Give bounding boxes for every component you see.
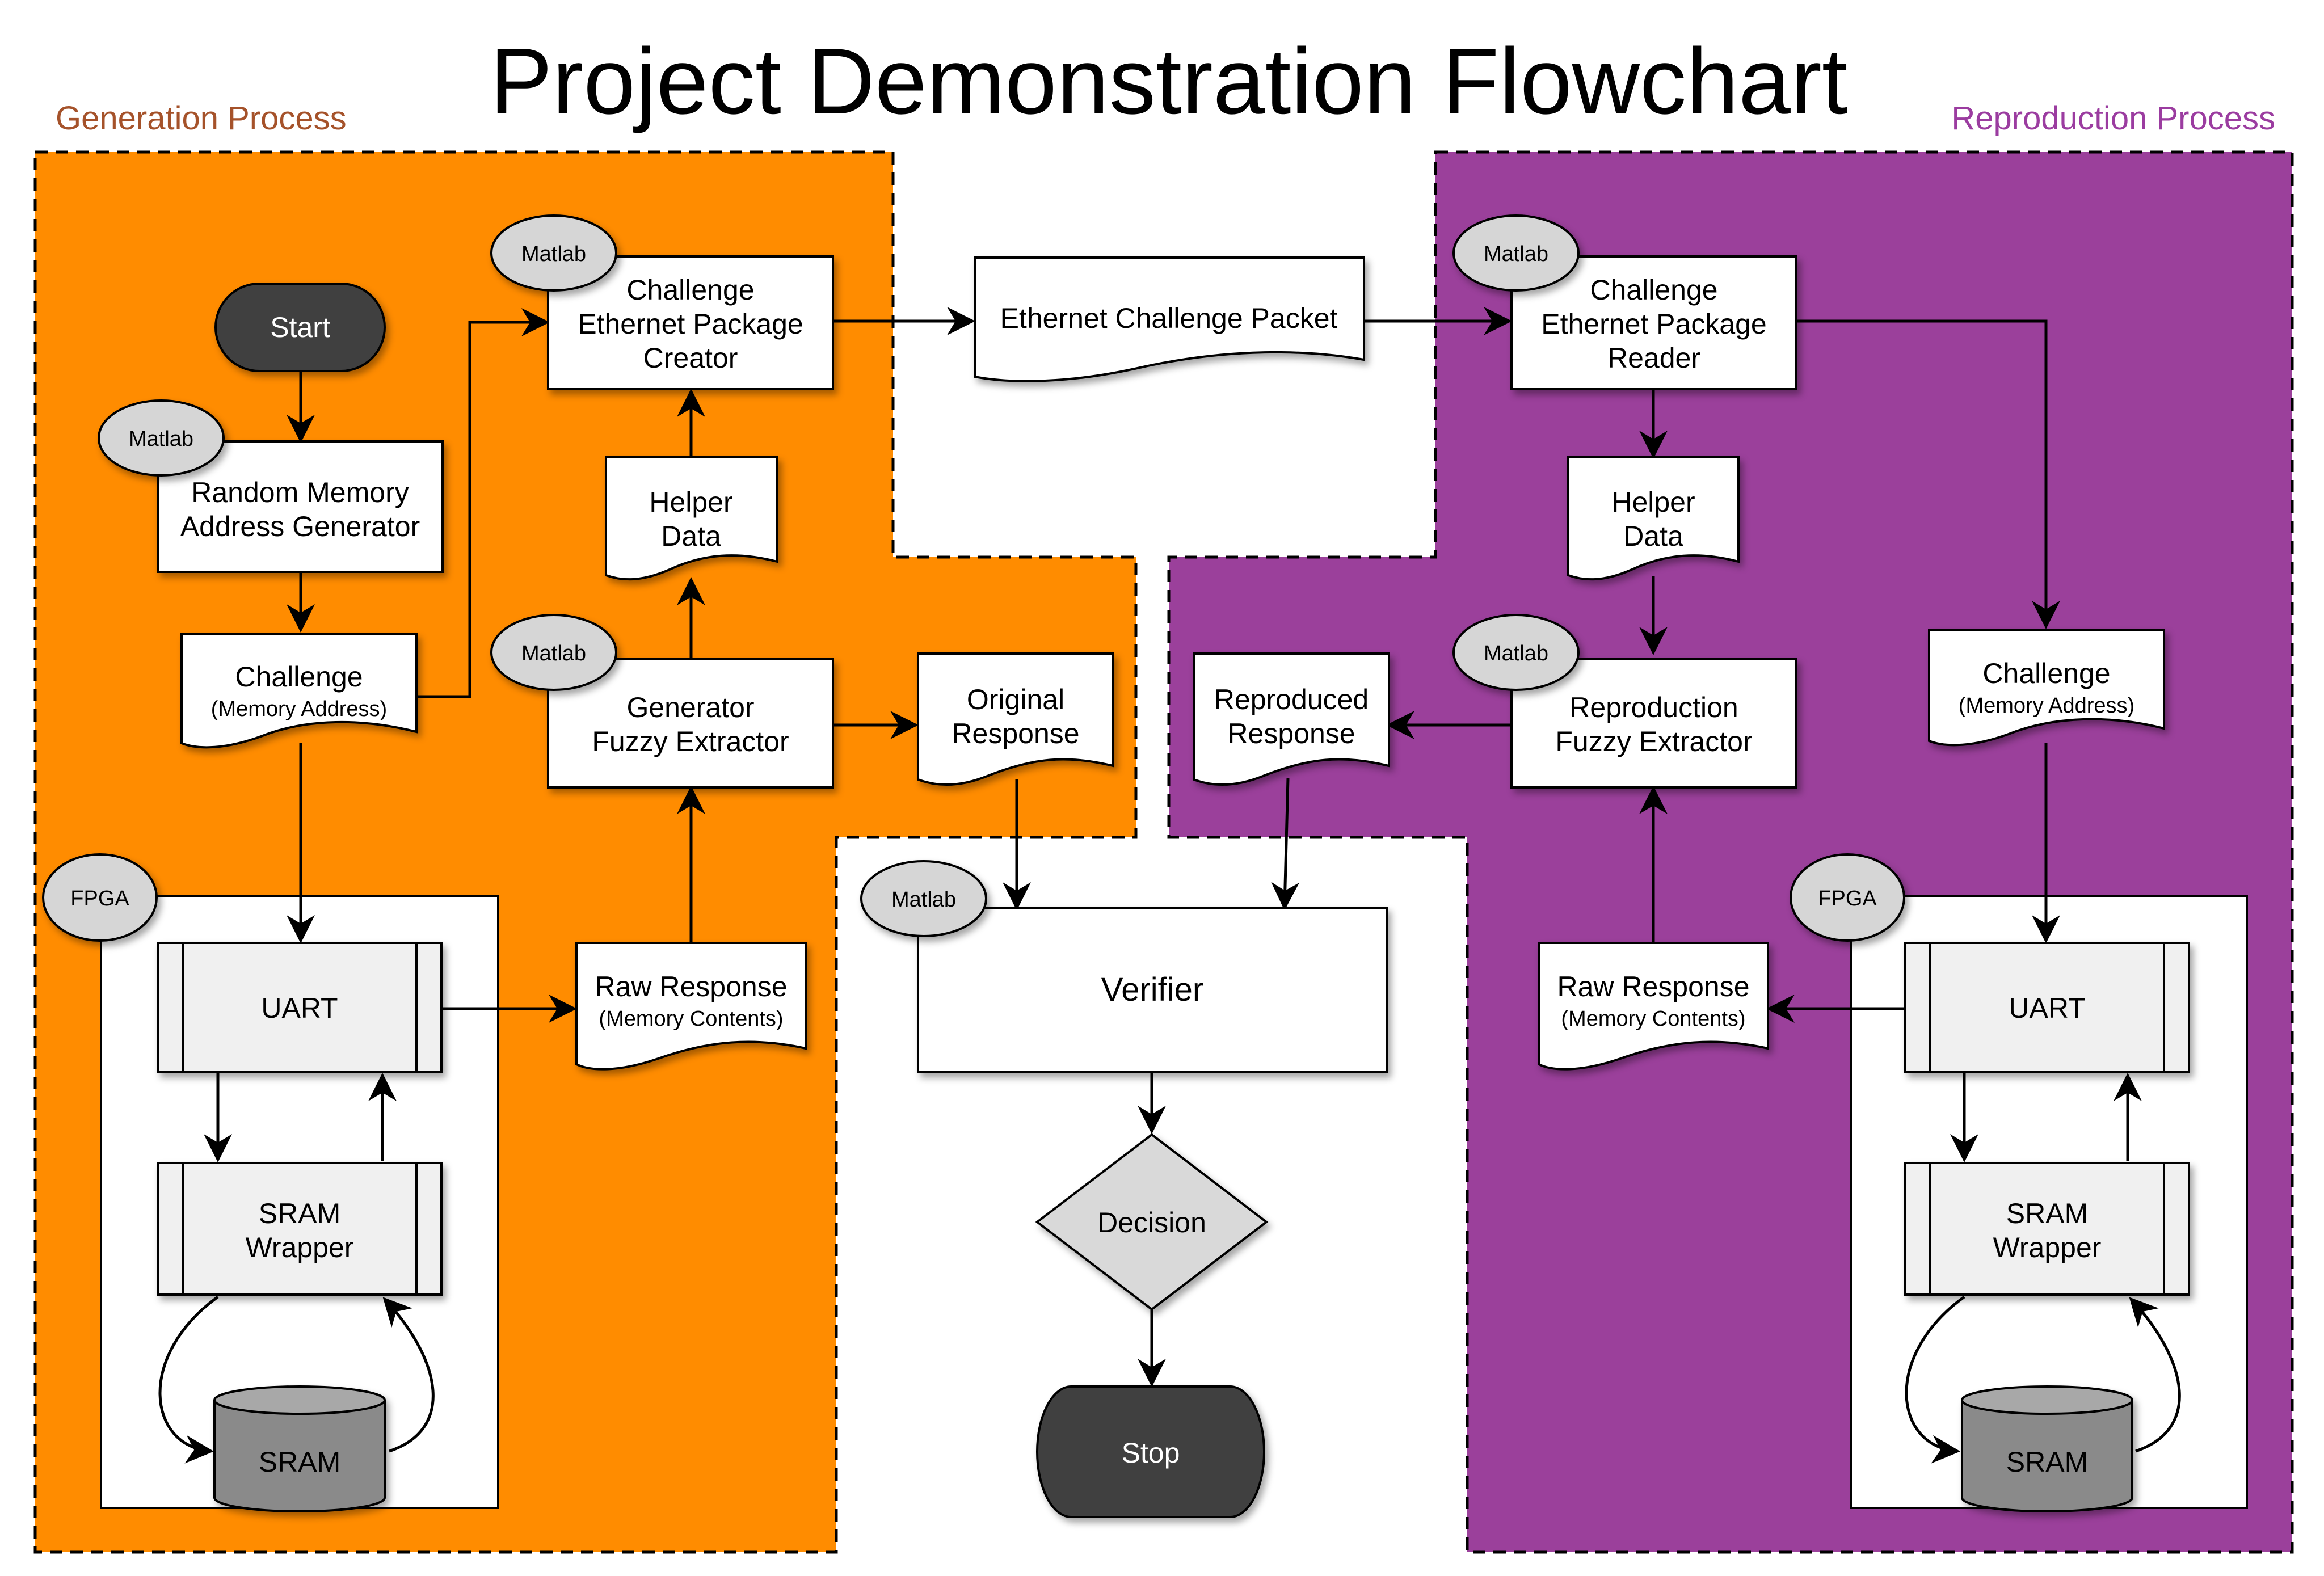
sram-label: SRAM bbox=[259, 1446, 340, 1478]
rmag-line-2: Address Generator bbox=[180, 511, 420, 542]
cepr-line-2: Ethernet Package bbox=[1541, 308, 1767, 340]
start-terminal: Start bbox=[214, 283, 386, 372]
stop-label: Stop bbox=[1122, 1437, 1180, 1469]
uart-block-generation: UART bbox=[157, 942, 443, 1073]
raw-response-document-reproduction: Raw Response (Memory Contents) bbox=[1538, 942, 1769, 1071]
challenge-document-generation: Challenge (Memory Address) bbox=[180, 633, 418, 749]
matlab-tag-verifier: Matlab bbox=[860, 860, 987, 937]
ethernet-challenge-packet-document: Ethernet Challenge Packet bbox=[974, 256, 1365, 382]
cepc-line-2: Ethernet Package bbox=[578, 308, 803, 340]
challenge-document-reproduction: Challenge (Memory Address) bbox=[1928, 629, 2165, 747]
matlab-tag-label: Matlab bbox=[521, 642, 586, 665]
original-response-line-1: Original bbox=[967, 684, 1064, 715]
stop-terminal: Stop bbox=[1036, 1385, 1265, 1518]
matlab-tag-gfe: Matlab bbox=[490, 614, 617, 691]
helper-data-document-generation: Helper Data bbox=[605, 456, 778, 581]
sram-wrapper-line-1: SRAM bbox=[2006, 1198, 2088, 1229]
sram-wrapper-block-generation: SRAM Wrapper bbox=[157, 1162, 443, 1296]
verifier-label: Verifier bbox=[1101, 971, 1204, 1008]
helper-data-line-1: Helper bbox=[1611, 486, 1695, 518]
gfe-line-1: Generator bbox=[626, 692, 754, 723]
raw-response-document-generation: Raw Response (Memory Contents) bbox=[575, 942, 807, 1071]
reproduction-process-label: Reproduction Process bbox=[1951, 100, 2275, 137]
helper-data-line-2: Data bbox=[661, 520, 721, 552]
original-response-document: Original Response bbox=[917, 652, 1114, 786]
cepr-line-1: Challenge bbox=[1590, 274, 1717, 306]
connectors bbox=[158, 307, 2181, 1464]
rfe-line-2: Fuzzy Extractor bbox=[1555, 726, 1752, 757]
reproduced-response-line-1: Reproduced bbox=[1214, 684, 1369, 715]
sram-wrapper-block-reproduction: SRAM Wrapper bbox=[1904, 1162, 2190, 1296]
fpga-tag-label: FPGA bbox=[1818, 887, 1877, 911]
raw-response-sublabel: (Memory Contents) bbox=[599, 1007, 783, 1031]
matlab-tag-label: Matlab bbox=[129, 427, 193, 451]
raw-response-label: Raw Response bbox=[1557, 971, 1749, 1002]
helper-data-line-2: Data bbox=[1623, 520, 1683, 552]
rmag-line-1: Random Memory bbox=[191, 477, 409, 508]
ethernet-challenge-packet-label: Ethernet Challenge Packet bbox=[1000, 302, 1338, 334]
uart-label: UART bbox=[2009, 992, 2085, 1024]
verifier-block: Verifier bbox=[917, 907, 1388, 1073]
matlab-tag-rmag: Matlab bbox=[98, 399, 225, 477]
fpga-tag-generation: FPGA bbox=[42, 853, 158, 942]
start-label: Start bbox=[270, 311, 330, 343]
reproduced-response-line-2: Response bbox=[1227, 718, 1355, 749]
uart-block-reproduction: UART bbox=[1904, 942, 2190, 1073]
reproduced-response-document: Reproduced Response bbox=[1193, 652, 1390, 786]
helper-data-line-1: Helper bbox=[649, 486, 732, 518]
challenge-ethernet-package-reader: Challenge Ethernet Package Reader bbox=[1510, 255, 1797, 390]
cepc-line-1: Challenge bbox=[626, 274, 754, 306]
decision-diamond: Decision bbox=[1035, 1133, 1269, 1311]
challenge-sublabel: (Memory Address) bbox=[1959, 694, 2134, 718]
decision-label: Decision bbox=[1097, 1207, 1206, 1238]
page-title: Project Demonstration Flowchart bbox=[490, 29, 1847, 133]
fpga-tag-reproduction: FPGA bbox=[1790, 853, 1905, 942]
helper-data-document-reproduction: Helper Data bbox=[1567, 456, 1740, 581]
sram-storage-generation: SRAM bbox=[213, 1385, 386, 1512]
challenge-label: Challenge bbox=[235, 661, 363, 693]
matlab-tag-cepr: Matlab bbox=[1452, 214, 1580, 292]
sram-label: SRAM bbox=[2006, 1446, 2088, 1478]
uart-label: UART bbox=[261, 992, 338, 1024]
cepc-line-3: Creator bbox=[643, 342, 738, 374]
challenge-ethernet-package-creator: Challenge Ethernet Package Creator bbox=[547, 255, 834, 390]
matlab-tag-rfe: Matlab bbox=[1452, 614, 1580, 691]
matlab-tag-label: Matlab bbox=[1484, 242, 1548, 266]
cepr-line-3: Reader bbox=[1607, 342, 1700, 374]
gfe-line-2: Fuzzy Extractor bbox=[592, 726, 789, 757]
sram-wrapper-line-2: Wrapper bbox=[1993, 1232, 2102, 1263]
matlab-tag-cepc: Matlab bbox=[490, 214, 617, 292]
generation-process-label: Generation Process bbox=[56, 100, 347, 137]
sram-wrapper-line-2: Wrapper bbox=[246, 1232, 354, 1263]
fpga-tag-label: FPGA bbox=[70, 887, 129, 911]
matlab-tag-label: Matlab bbox=[891, 888, 956, 912]
generator-fuzzy-extractor: Generator Fuzzy Extractor bbox=[547, 658, 834, 789]
rfe-line-1: Reproduction bbox=[1569, 692, 1738, 723]
matlab-tag-label: Matlab bbox=[1484, 642, 1548, 665]
sram-wrapper-line-1: SRAM bbox=[259, 1198, 340, 1229]
matlab-tag-label: Matlab bbox=[521, 242, 586, 266]
sram-storage-reproduction: SRAM bbox=[1961, 1385, 2133, 1512]
raw-response-sublabel: (Memory Contents) bbox=[1561, 1007, 1745, 1031]
original-response-line-2: Response bbox=[952, 718, 1079, 749]
raw-response-label: Raw Response bbox=[595, 971, 787, 1002]
challenge-label: Challenge bbox=[1982, 658, 2110, 689]
challenge-sublabel: (Memory Address) bbox=[211, 697, 387, 721]
